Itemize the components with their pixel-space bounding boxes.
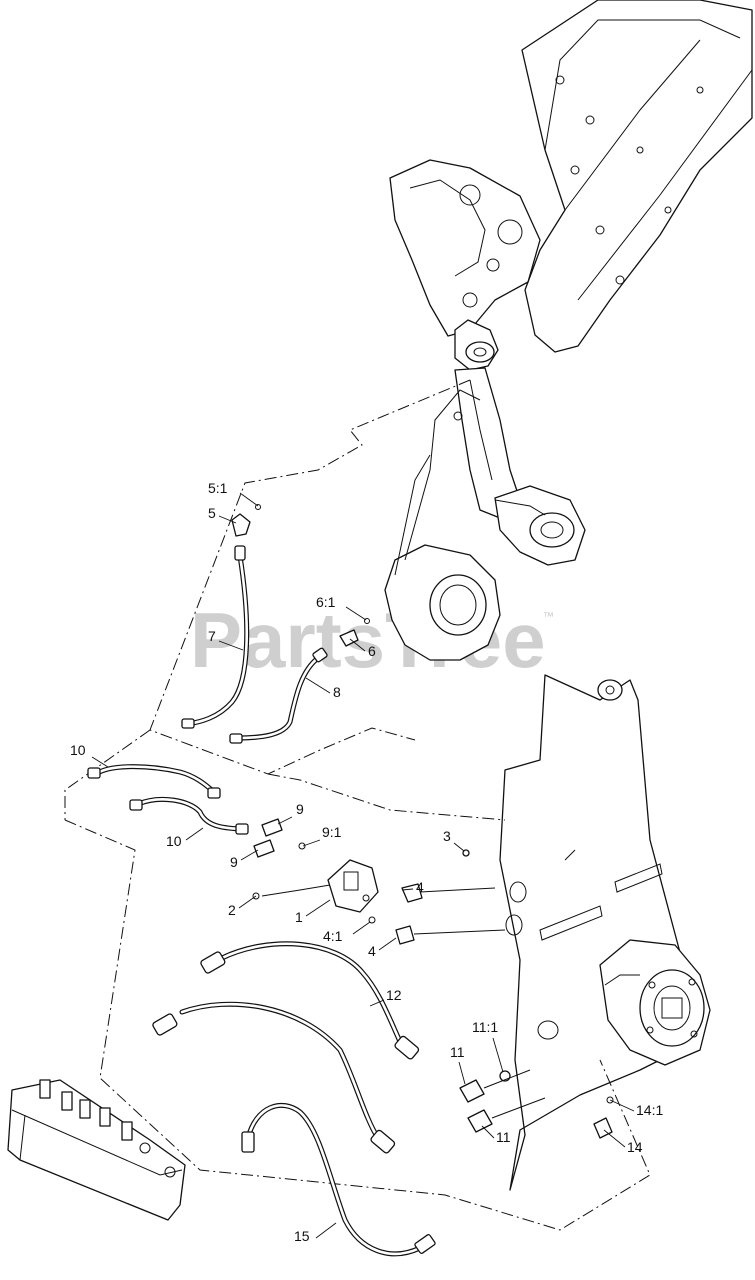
callout-2: 2 xyxy=(228,902,236,918)
callout-4a: 4 xyxy=(416,879,424,895)
leader-line-10b xyxy=(185,827,204,841)
relief-valve-1 xyxy=(252,859,379,913)
callout-3: 3 xyxy=(443,828,451,844)
callout-10b: 10 xyxy=(166,833,182,849)
hose-7 xyxy=(185,553,250,727)
leader-line-6-1 xyxy=(345,606,367,621)
callout-14: 14 xyxy=(627,1139,643,1155)
leader-line-9b xyxy=(240,849,259,861)
hose-fittings xyxy=(87,545,436,1254)
lower-frame-outline xyxy=(64,819,651,1231)
fitting-4 xyxy=(368,883,506,945)
leader-line-3 xyxy=(453,842,465,852)
callout-14-1: 14:1 xyxy=(636,1102,663,1118)
callout-11-1: 11:1 xyxy=(472,1019,498,1035)
leader-line-5-1 xyxy=(239,492,259,507)
chassis-side-plate xyxy=(499,674,701,1191)
hose-15 xyxy=(245,1102,423,1257)
fitting-14 xyxy=(593,1096,614,1139)
leader-line-9a xyxy=(277,816,293,825)
control-valve-block xyxy=(7,1079,186,1221)
leader-line-12 xyxy=(369,999,385,1007)
mid-frame-outline xyxy=(64,729,506,821)
callout-15: 15 xyxy=(294,1228,310,1244)
leader-line-1 xyxy=(305,899,331,917)
callout-1: 1 xyxy=(295,909,303,925)
leader-line-4b xyxy=(378,937,397,951)
callout-11a: 11 xyxy=(450,1044,465,1060)
leader-line-11b xyxy=(481,1125,495,1139)
fitting-5-elbow xyxy=(231,504,261,537)
callout-4-1: 4:1 xyxy=(323,928,343,944)
leader-line-7 xyxy=(218,640,244,651)
leader-line-14 xyxy=(603,1129,626,1148)
leader-line-6 xyxy=(349,638,366,652)
callout-5-1: 5:1 xyxy=(208,480,228,496)
leader-line-2 xyxy=(238,895,257,909)
hose-8 xyxy=(235,655,321,741)
leader-line-8 xyxy=(305,677,331,694)
hose-10-lower xyxy=(135,796,243,832)
callout-9b: 9 xyxy=(230,854,238,870)
callout-10a: 10 xyxy=(70,742,86,758)
callout-7: 7 xyxy=(208,628,216,644)
callout-9-1: 9:1 xyxy=(322,824,342,840)
leader-line-11-1 xyxy=(492,1037,504,1073)
fitting-3 xyxy=(462,849,470,857)
callout-11b: 11 xyxy=(496,1129,511,1145)
callout-8: 8 xyxy=(333,684,341,700)
leader-line-15 xyxy=(315,1222,337,1239)
leader-line-4-1 xyxy=(352,921,371,935)
fitting-11 xyxy=(459,1069,546,1133)
callout-12: 12 xyxy=(386,987,402,1003)
callout-6-1: 6:1 xyxy=(316,594,336,610)
leader-line-5 xyxy=(218,515,237,524)
hose-12 xyxy=(179,941,405,1141)
lift-arm-assembly xyxy=(384,0,753,661)
leader-line-14-1 xyxy=(609,1099,635,1112)
leader-line-4a xyxy=(401,888,414,891)
hydraulic-motor xyxy=(599,939,711,1066)
callout-5: 5 xyxy=(208,505,216,521)
leader-line-10a xyxy=(91,756,109,768)
fitting-9 xyxy=(253,818,306,858)
callout-6: 6 xyxy=(368,643,376,659)
callout-4b: 4 xyxy=(368,943,376,959)
callout-9a: 9 xyxy=(296,801,304,817)
hose-10-upper xyxy=(93,764,217,795)
watermark-trademark: ™ xyxy=(543,611,554,623)
leader-line-9-1 xyxy=(302,839,321,847)
upper-break-line xyxy=(149,379,471,775)
leader-line-11a xyxy=(458,1061,466,1085)
